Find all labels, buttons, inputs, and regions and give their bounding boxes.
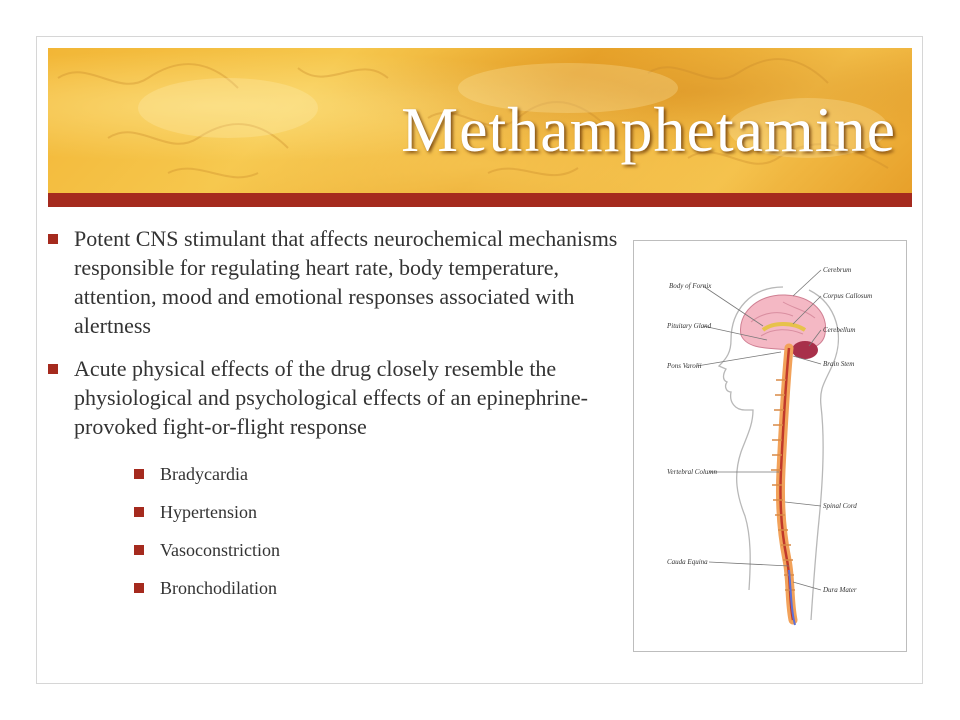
sub-bullet-item: Hypertension (134, 493, 632, 531)
label-pituitary-gland: Pituitary Gland (666, 322, 712, 330)
cerebellum-shape (792, 341, 818, 359)
label-dura-mater: Dura Mater (822, 586, 857, 594)
label-cerebellum: Cerebellum (823, 326, 855, 334)
bullet-text: Potent CNS stimulant that affects neuroc… (74, 226, 618, 338)
bullet-marker (134, 545, 144, 555)
bullet-item: Potent CNS stimulant that affects neuroc… (48, 224, 632, 340)
title-underline-bar (48, 193, 912, 207)
label-vertebral-column: Vertebral Column (667, 468, 717, 476)
anatomy-diagram: Cerebrum Body of Fornix Corpus Callosum … (633, 240, 907, 652)
slide-content: Potent CNS stimulant that affects neuroc… (48, 224, 632, 607)
bullet-marker (134, 507, 144, 517)
label-cauda-equina: Cauda Equina (667, 558, 708, 566)
leader-lines (696, 269, 822, 591)
label-corpus-callosum: Corpus Callosum (823, 292, 872, 300)
sub-bullet-text: Bradycardia (160, 464, 248, 484)
bullet-marker (134, 469, 144, 479)
body-outline (717, 286, 840, 621)
sub-bullet-text: Vasoconstriction (160, 540, 280, 560)
sub-bullet-item: Bradycardia (134, 455, 632, 493)
spinal-anatomy-figure: Cerebrum Body of Fornix Corpus Callosum … (633, 240, 907, 652)
cauda-equina-shape (788, 569, 796, 626)
sub-bullet-item: Bronchodilation (134, 569, 632, 607)
banner-texture (57, 58, 889, 179)
bullet-marker (48, 364, 58, 374)
bullet-item: Acute physical effects of the drug close… (48, 354, 632, 441)
sub-bullet-item: Vasoconstriction (134, 531, 632, 569)
sub-bullet-text: Hypertension (160, 502, 257, 522)
bullet-marker (134, 583, 144, 593)
slide-frame (36, 36, 923, 684)
bullet-text: Acute physical effects of the drug close… (74, 356, 588, 439)
title-banner (48, 48, 912, 193)
slide-title: Methamphetamine (401, 94, 896, 165)
label-cerebrum: Cerebrum (823, 266, 851, 274)
label-body-of-fornix: Body of Fornix (669, 282, 712, 290)
bullet-marker (48, 234, 58, 244)
corpus-callosum-shape (761, 322, 807, 332)
label-brain-stem: Brain Stem (823, 360, 854, 368)
sub-bullet-list: Bradycardia Hypertension Vasoconstrictio… (134, 455, 632, 607)
figure-labels: Cerebrum Body of Fornix Corpus Callosum … (666, 266, 872, 594)
sub-bullet-text: Bronchodilation (160, 578, 277, 598)
label-spinal-cord: Spinal Cord (823, 502, 857, 510)
label-pons-varolii: Pons Varolii (666, 362, 702, 370)
